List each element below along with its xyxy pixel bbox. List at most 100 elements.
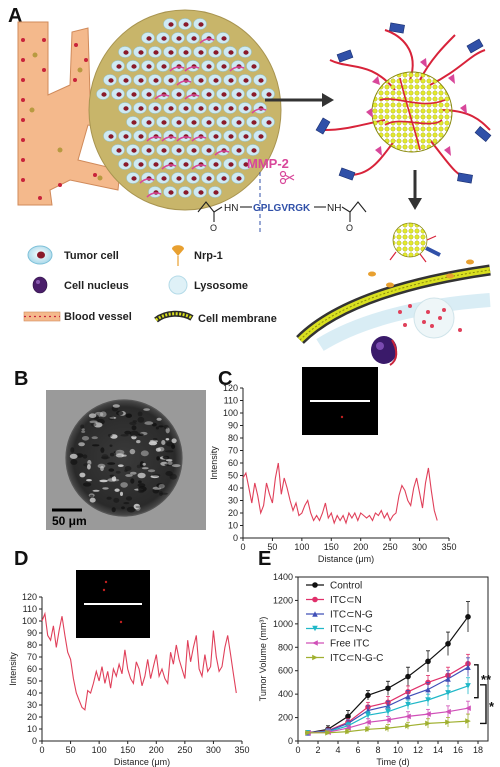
cell-nucleus bbox=[153, 106, 159, 111]
spheroid-texture-mark bbox=[136, 440, 141, 444]
cell-nucleus bbox=[236, 92, 242, 97]
x-tick-label: 350 bbox=[234, 745, 249, 755]
cell-nucleus bbox=[153, 50, 159, 55]
y-tick-label: 0 bbox=[233, 533, 238, 543]
x-tick-label: 6 bbox=[355, 745, 360, 755]
cell-nucleus bbox=[123, 78, 129, 83]
nanogel-fragment bbox=[251, 108, 267, 114]
nanogel-fragment bbox=[139, 178, 155, 184]
spheroid-texture-mark bbox=[81, 428, 85, 431]
panel-a: A bbox=[8, 5, 492, 366]
spheroid-texture-mark bbox=[107, 433, 113, 437]
legend-label-lysosome: Lysosome bbox=[194, 280, 248, 292]
cell-nucleus bbox=[243, 134, 249, 139]
cell-nucleus bbox=[228, 162, 234, 167]
cell-nucleus bbox=[153, 78, 159, 83]
cell-nucleus bbox=[138, 50, 144, 55]
spheroid-texture-mark bbox=[132, 420, 137, 423]
cell-nucleus bbox=[258, 78, 264, 83]
legend-label: Free ITC bbox=[330, 639, 369, 650]
spheroid-texture-mark bbox=[167, 460, 173, 466]
mmp2-label: MMP-2 bbox=[247, 156, 289, 171]
x-tick-label: 0 bbox=[295, 745, 300, 755]
cell-nucleus bbox=[198, 22, 204, 27]
data-point bbox=[312, 654, 318, 661]
spheroid-texture-mark bbox=[91, 422, 97, 427]
spheroid-texture-mark bbox=[81, 436, 90, 441]
y-tick-label: 120 bbox=[22, 592, 37, 602]
x-tick-label: 200 bbox=[353, 542, 368, 552]
x-tick-label: 50 bbox=[267, 542, 277, 552]
series-4 bbox=[305, 700, 471, 736]
spheroid-texture-mark bbox=[135, 505, 141, 511]
data-point bbox=[465, 718, 471, 724]
spheroid-texture-mark bbox=[89, 420, 98, 424]
tumor-cell-icon bbox=[27, 245, 53, 265]
spheroid-texture-mark bbox=[165, 441, 174, 447]
panel-e-letter: E bbox=[258, 548, 271, 570]
data-point bbox=[365, 726, 371, 733]
spheroid-texture-mark bbox=[137, 433, 144, 437]
cell-nucleus bbox=[266, 120, 272, 125]
cell-nucleus bbox=[183, 22, 189, 27]
spheroid-texture-mark bbox=[108, 468, 115, 472]
nanogel-fragment bbox=[229, 66, 245, 72]
data-point bbox=[405, 693, 411, 700]
spheroid-texture-mark bbox=[70, 459, 78, 465]
spheroid-texture-mark bbox=[99, 479, 108, 483]
nanogel-fragment bbox=[169, 66, 185, 72]
x-tick-label: 8 bbox=[375, 745, 380, 755]
significance-bracket bbox=[480, 684, 487, 725]
data-point bbox=[345, 713, 351, 720]
spheroid-texture-mark bbox=[126, 506, 136, 513]
spheroid-texture-mark bbox=[109, 444, 113, 447]
lysosome-icon bbox=[168, 275, 188, 295]
x-tick-label: 4 bbox=[335, 745, 340, 755]
y-tick-label: 40 bbox=[228, 483, 238, 493]
cell-nucleus bbox=[176, 120, 182, 125]
cell-nucleus bbox=[183, 50, 189, 55]
cell-nucleus bbox=[131, 176, 137, 181]
cell-nucleus bbox=[138, 78, 144, 83]
significance-bracket bbox=[474, 664, 479, 699]
x-tick-label: 2 bbox=[315, 745, 320, 755]
spheroid-texture-mark bbox=[117, 464, 124, 468]
cell-nucleus bbox=[168, 190, 174, 195]
spheroid-texture-mark bbox=[114, 488, 120, 492]
panel-d-letter: D bbox=[14, 548, 28, 570]
data-point bbox=[445, 719, 451, 726]
data-point bbox=[425, 658, 431, 665]
nanogel-fragment bbox=[146, 192, 162, 198]
x-tick-label: 100 bbox=[294, 542, 309, 552]
spheroid-texture-mark bbox=[125, 474, 133, 477]
spheroid-texture-mark bbox=[109, 474, 115, 477]
y-tick-label: 1200 bbox=[273, 595, 293, 605]
spheroid-texture-mark bbox=[110, 452, 115, 457]
fluorescence-spot bbox=[104, 580, 108, 584]
x-tick-label: 12 bbox=[413, 745, 423, 755]
cell-nucleus bbox=[131, 148, 137, 153]
nanogel-fragment bbox=[214, 150, 230, 156]
panel-c-letter: C bbox=[218, 368, 232, 390]
cell-nucleus bbox=[251, 92, 257, 97]
spheroid-texture-mark bbox=[163, 424, 169, 429]
spheroid-texture-mark bbox=[121, 506, 125, 510]
y-tick-label: 100 bbox=[223, 408, 238, 418]
spheroid-texture-mark bbox=[158, 425, 164, 428]
x-tick-label: 150 bbox=[120, 745, 135, 755]
spheroid-texture-mark bbox=[161, 440, 166, 445]
tumor-mass-illustration bbox=[88, 9, 282, 211]
cell-nucleus bbox=[168, 22, 174, 27]
data-point bbox=[305, 730, 311, 736]
nanogel-fragment bbox=[154, 94, 170, 100]
cell-nucleus bbox=[161, 120, 167, 125]
cell-nucleus bbox=[251, 148, 257, 153]
spheroid-texture-mark bbox=[165, 427, 170, 434]
data-point bbox=[365, 719, 371, 726]
y-tick-label: 110 bbox=[23, 604, 37, 614]
spheroid-texture-mark bbox=[102, 487, 109, 490]
y-tick-label: 30 bbox=[228, 496, 238, 506]
spheroid-texture-mark bbox=[152, 473, 161, 477]
